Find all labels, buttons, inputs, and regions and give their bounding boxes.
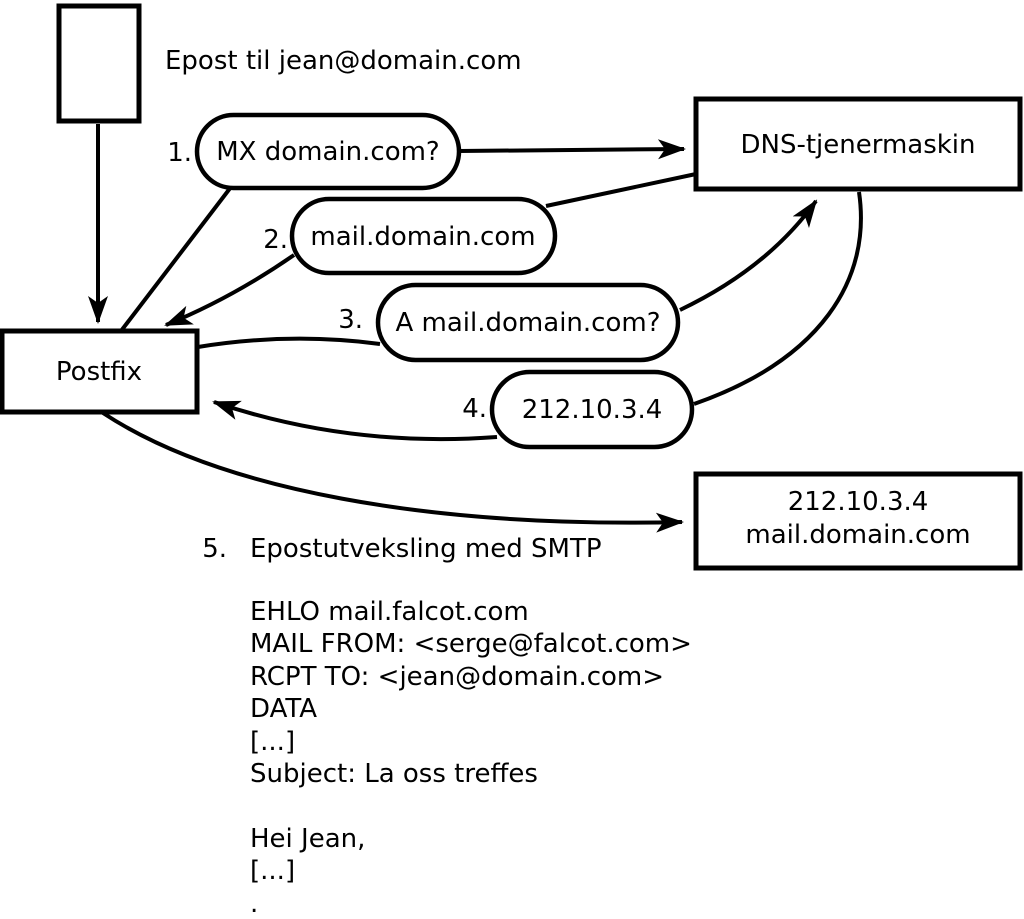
arrow-mx-query-to-dns (458, 139, 686, 160)
line-postfix-to-mx-query (119, 185, 233, 333)
line-dns-to-mx-answer (545, 172, 697, 208)
step-number-1: 1. (167, 138, 192, 168)
dns-server-box (693, 96, 1023, 192)
pill-a-query-label: A mail.domain.com? (396, 308, 661, 338)
arrow-a-query-to-dns (679, 199, 818, 312)
pill-group (194, 112, 695, 450)
pill-mx-answer-label: mail.domain.com (310, 222, 535, 252)
pill-mx-query-label: MX domain.com? (216, 137, 439, 167)
pill-a-query (375, 282, 681, 363)
pill-mx-query (194, 112, 462, 191)
step-number-5: 5. (202, 534, 227, 564)
mail-server-label-host: mail.domain.com (745, 520, 970, 550)
arrow-mx-answer-to-postfix (164, 253, 296, 327)
step-number-3: 3. (338, 305, 363, 335)
connector-group (88, 124, 863, 533)
smtp-dialogue-text: EHLO mail.falcot.com MAIL FROM: <serge@f… (250, 597, 692, 919)
postfix-box (0, 328, 200, 415)
step-number-4: 4. (462, 394, 487, 424)
mail-server-box (693, 471, 1023, 571)
node-group (0, 3, 1023, 571)
message-envelope-box (56, 3, 142, 124)
pill-mx-answer (289, 196, 558, 276)
arrow-postfix-to-mail-server (101, 411, 684, 533)
step-5-label: Epostutveksling med SMTP (250, 534, 602, 564)
step-number-2: 2. (263, 225, 288, 255)
line-dns-to-a-answer (693, 191, 863, 406)
note-epost-til: Epost til jean@domain.com (165, 46, 522, 76)
arrow-a-answer-to-postfix (212, 400, 498, 442)
dns-server-label: DNS-tjenermaskin (740, 130, 975, 160)
pill-a-answer-label: 212.10.3.4 (522, 395, 663, 425)
line-postfix-to-a-query (197, 336, 381, 349)
mail-server-label-ip: 212.10.3.4 (788, 487, 929, 517)
pill-a-answer (489, 369, 695, 450)
postfix-label: Postfix (56, 357, 142, 387)
